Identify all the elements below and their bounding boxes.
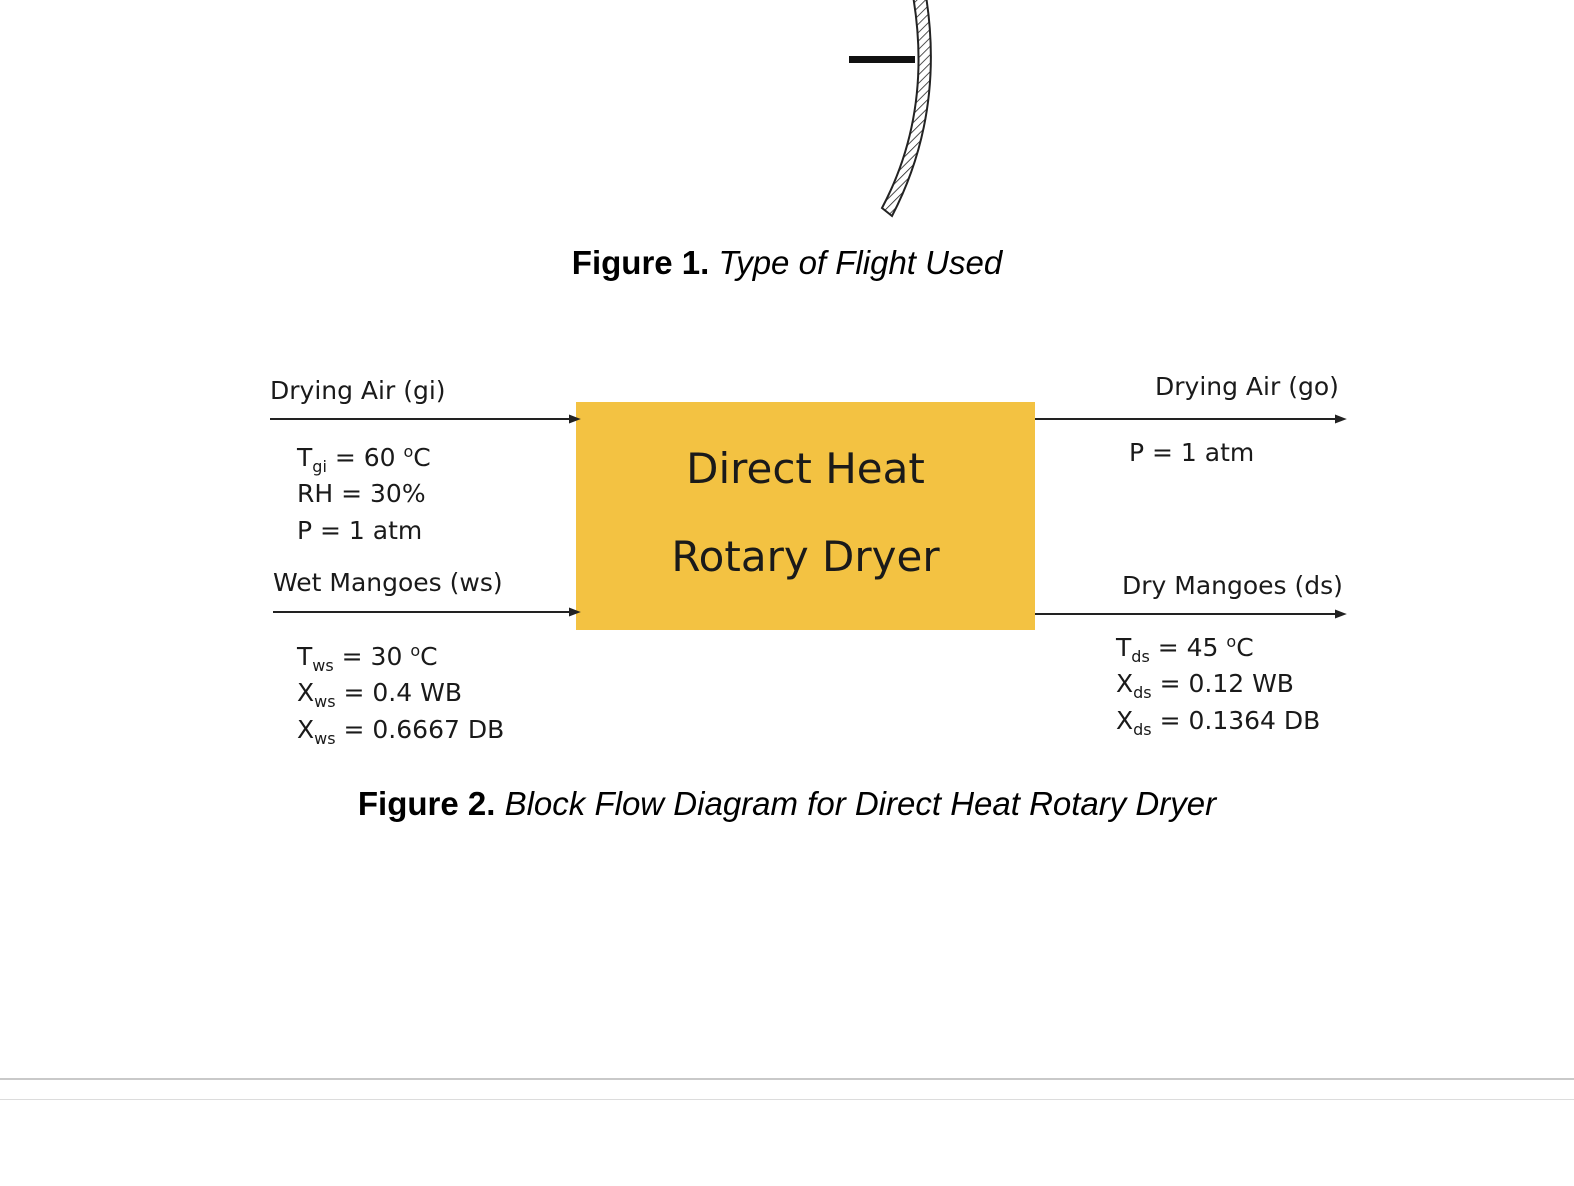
solids-in-arrowhead xyxy=(569,607,581,617)
property-subscript: ws xyxy=(314,729,336,748)
air-out-arrowhead xyxy=(1335,414,1347,424)
property-value: = 1 atm xyxy=(1144,438,1255,467)
figure1-caption-number: Figure 1. xyxy=(571,244,710,281)
property-value: = 0.1364 DB xyxy=(1151,706,1321,735)
figure1-caption-title: Type of Flight Used xyxy=(718,244,1003,281)
property-value: = 30 xyxy=(333,642,411,671)
page-divider-secondary xyxy=(0,1099,1574,1100)
property-subscript: gi xyxy=(312,457,327,476)
degree-symbol: o xyxy=(1226,632,1237,651)
stream-property-solids_out-1: Xds = 0.12 WB xyxy=(1116,669,1294,702)
solids-in-label: Wet Mangoes (ws) xyxy=(273,568,503,597)
property-subscript: ds xyxy=(1133,683,1152,702)
block-label-line2: Rotary Dryer xyxy=(671,532,940,581)
block-label-line1: Direct Heat xyxy=(686,444,925,493)
property-value: = 0.6667 DB xyxy=(335,715,505,744)
property-unit: C xyxy=(413,443,431,472)
property-value: = 0.12 WB xyxy=(1151,669,1294,698)
stream-property-air_in-1: RH = 30% xyxy=(297,479,426,508)
flight-lip xyxy=(849,56,915,63)
property-value: = 60 xyxy=(326,443,404,472)
figure1-caption: Figure 1. Type of Flight Used xyxy=(0,244,1574,282)
property-symbol: X xyxy=(1116,706,1134,735)
figure2-caption-number: Figure 2. xyxy=(357,785,496,822)
figure2-caption: Figure 2. Block Flow Diagram for Direct … xyxy=(0,785,1574,823)
stream-property-air_in-2: P = 1 atm xyxy=(297,516,422,545)
property-symbol: P xyxy=(297,516,313,545)
flight-shell xyxy=(880,0,932,218)
property-symbol: T xyxy=(297,443,313,472)
air-in-arrowhead xyxy=(569,414,581,424)
property-symbol: X xyxy=(297,678,315,707)
property-symbol: T xyxy=(297,642,313,671)
rotary-dryer-block: Direct Heat Rotary Dryer xyxy=(576,402,1035,630)
flight-drawing xyxy=(849,0,932,218)
property-value: = 1 atm xyxy=(312,516,423,545)
stream-property-solids_out-2: Xds = 0.1364 DB xyxy=(1116,706,1320,739)
property-value: = 30% xyxy=(333,479,426,508)
property-symbol: X xyxy=(1116,669,1134,698)
solids-out-label: Dry Mangoes (ds) xyxy=(1122,571,1343,600)
property-subscript: ws xyxy=(312,656,334,675)
property-symbol: T xyxy=(1116,633,1132,662)
figure2-caption-title: Block Flow Diagram for Direct Heat Rotar… xyxy=(504,785,1217,822)
property-unit: C xyxy=(1236,633,1254,662)
stream-property-solids_in-0: Tws = 30 oC xyxy=(297,641,438,675)
stream-property-solids_in-1: Xws = 0.4 WB xyxy=(297,678,462,711)
property-value: = 0.4 WB xyxy=(335,678,462,707)
property-symbol: X xyxy=(297,715,315,744)
property-subscript: ds xyxy=(1133,720,1152,739)
property-unit: C xyxy=(420,642,438,671)
stream-property-air_out-0: P = 1 atm xyxy=(1129,438,1254,467)
degree-symbol: o xyxy=(410,641,421,660)
stream-property-solids_in-2: Xws = 0.6667 DB xyxy=(297,715,504,748)
property-symbol: RH xyxy=(297,479,334,508)
property-symbol: P xyxy=(1129,438,1145,467)
page-divider xyxy=(0,1078,1574,1080)
property-subscript: ws xyxy=(314,692,336,711)
property-value: = 45 xyxy=(1149,633,1227,662)
property-subscript: ds xyxy=(1131,647,1150,666)
air-out-label: Drying Air (go) xyxy=(1155,372,1339,401)
stream-property-air_in-0: Tgi = 60 oC xyxy=(297,442,431,476)
solids-out-arrowhead xyxy=(1335,609,1347,619)
air-in-label: Drying Air (gi) xyxy=(270,376,446,405)
degree-symbol: o xyxy=(403,442,414,461)
stream-property-solids_out-0: Tds = 45 oC xyxy=(1116,632,1254,666)
